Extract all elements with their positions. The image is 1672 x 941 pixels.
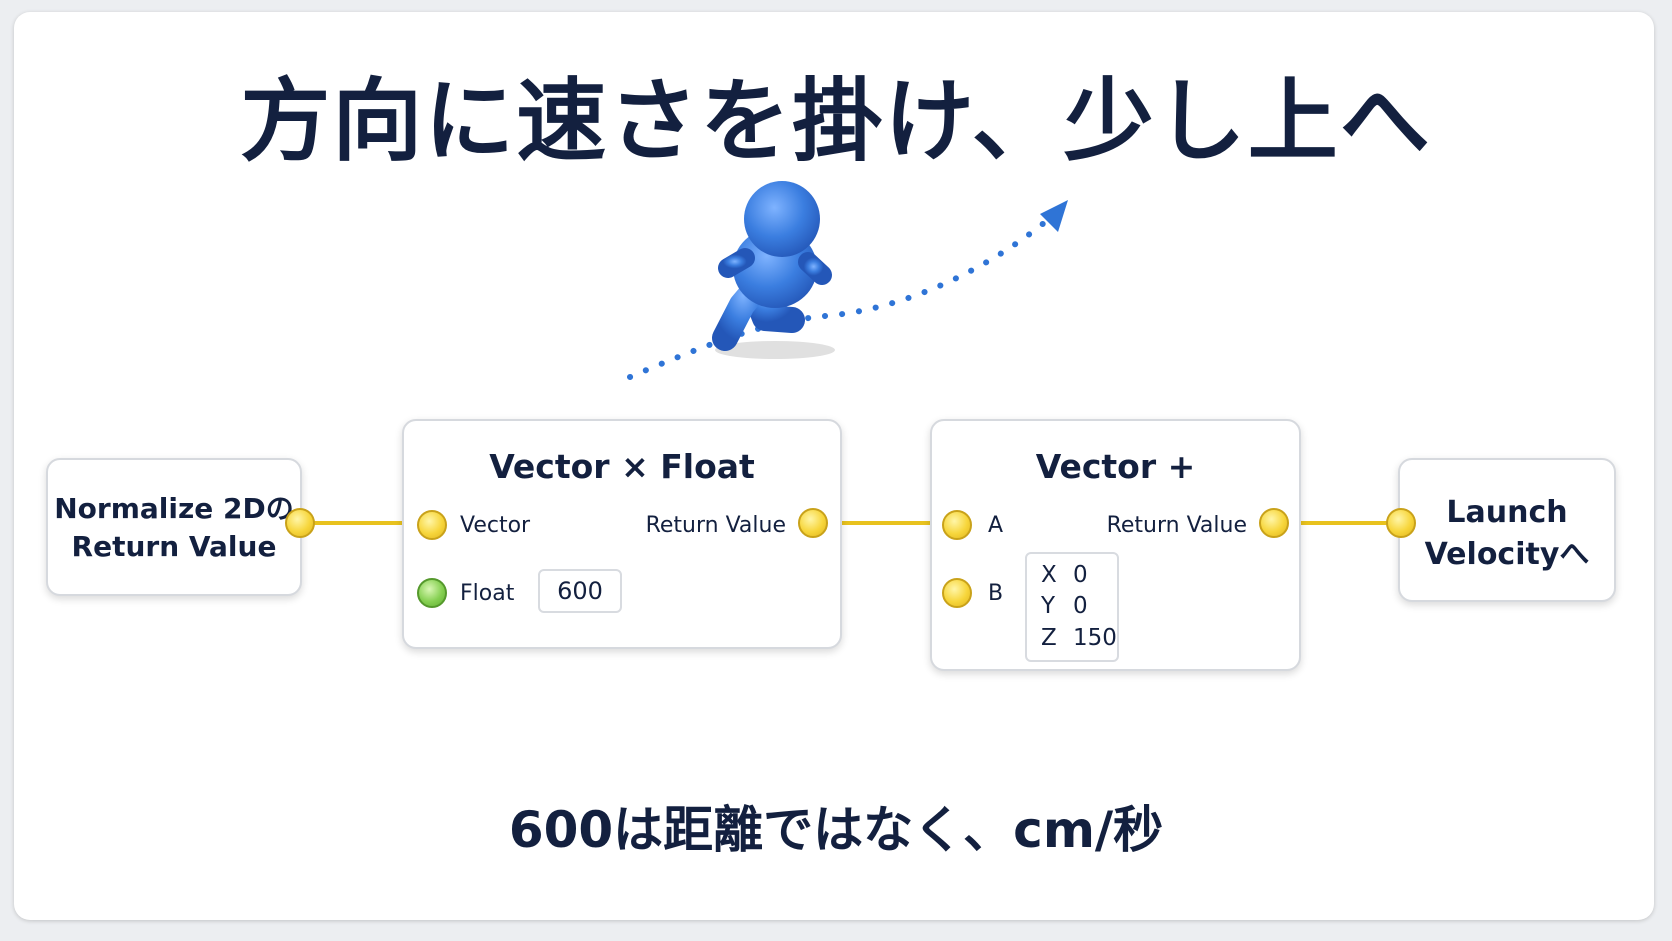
multiply-float-label: Float xyxy=(460,581,515,606)
b-y-label: Y xyxy=(1041,593,1056,619)
source-node-line2: Return Value xyxy=(71,530,277,563)
target-node-line1: Launch xyxy=(1446,495,1568,530)
float-value: 600 xyxy=(557,577,603,605)
multiply-float-input-pin[interactable] xyxy=(417,578,447,608)
add-a-input-pin[interactable] xyxy=(942,510,972,540)
b-z-label: Z xyxy=(1041,625,1057,651)
source-node-line1: Normalize 2Dの xyxy=(54,492,294,525)
node-normalize-2d[interactable]: Normalize 2Dの Return Value xyxy=(46,458,302,596)
multiply-output-pin[interactable] xyxy=(798,508,828,538)
add-output-pin[interactable] xyxy=(1259,508,1289,538)
add-output-label: Return Value xyxy=(1106,513,1247,538)
multiply-output-label: Return Value xyxy=(645,513,786,538)
b-x-label: X xyxy=(1041,562,1057,588)
target-node-line2: Velocityへ xyxy=(1424,537,1590,572)
float-value-field[interactable]: 600 xyxy=(538,569,622,613)
running-person-icon xyxy=(712,181,835,359)
add-b-input-pin[interactable] xyxy=(942,578,972,608)
add-b-label: B xyxy=(988,581,1004,606)
add-node-title: Vector + xyxy=(1035,447,1196,486)
source-output-pin[interactable] xyxy=(285,508,315,538)
multiply-vector-input-pin[interactable] xyxy=(417,510,447,540)
b-z-value: 150 xyxy=(1073,625,1117,651)
b-y-value: 0 xyxy=(1073,593,1088,619)
add-a-label: A xyxy=(988,513,1004,538)
trajectory-line xyxy=(627,215,1053,380)
multiply-vector-label: Vector xyxy=(460,513,531,538)
slide-title: 方向に速さを掛け、少し上へ xyxy=(240,69,1432,174)
footer-caption: 600は距離ではなく、cm/秒 xyxy=(508,801,1164,859)
node-vector-multiply-float[interactable]: Vector × Float Vector Return Value Float… xyxy=(402,419,842,649)
b-x-value: 0 xyxy=(1073,562,1088,588)
target-input-pin[interactable] xyxy=(1386,508,1416,538)
multiply-node-title: Vector × Float xyxy=(489,447,755,486)
node-launch-velocity[interactable]: Launch Velocityへ xyxy=(1398,458,1616,602)
dotted-arrow-icon xyxy=(1040,200,1068,232)
